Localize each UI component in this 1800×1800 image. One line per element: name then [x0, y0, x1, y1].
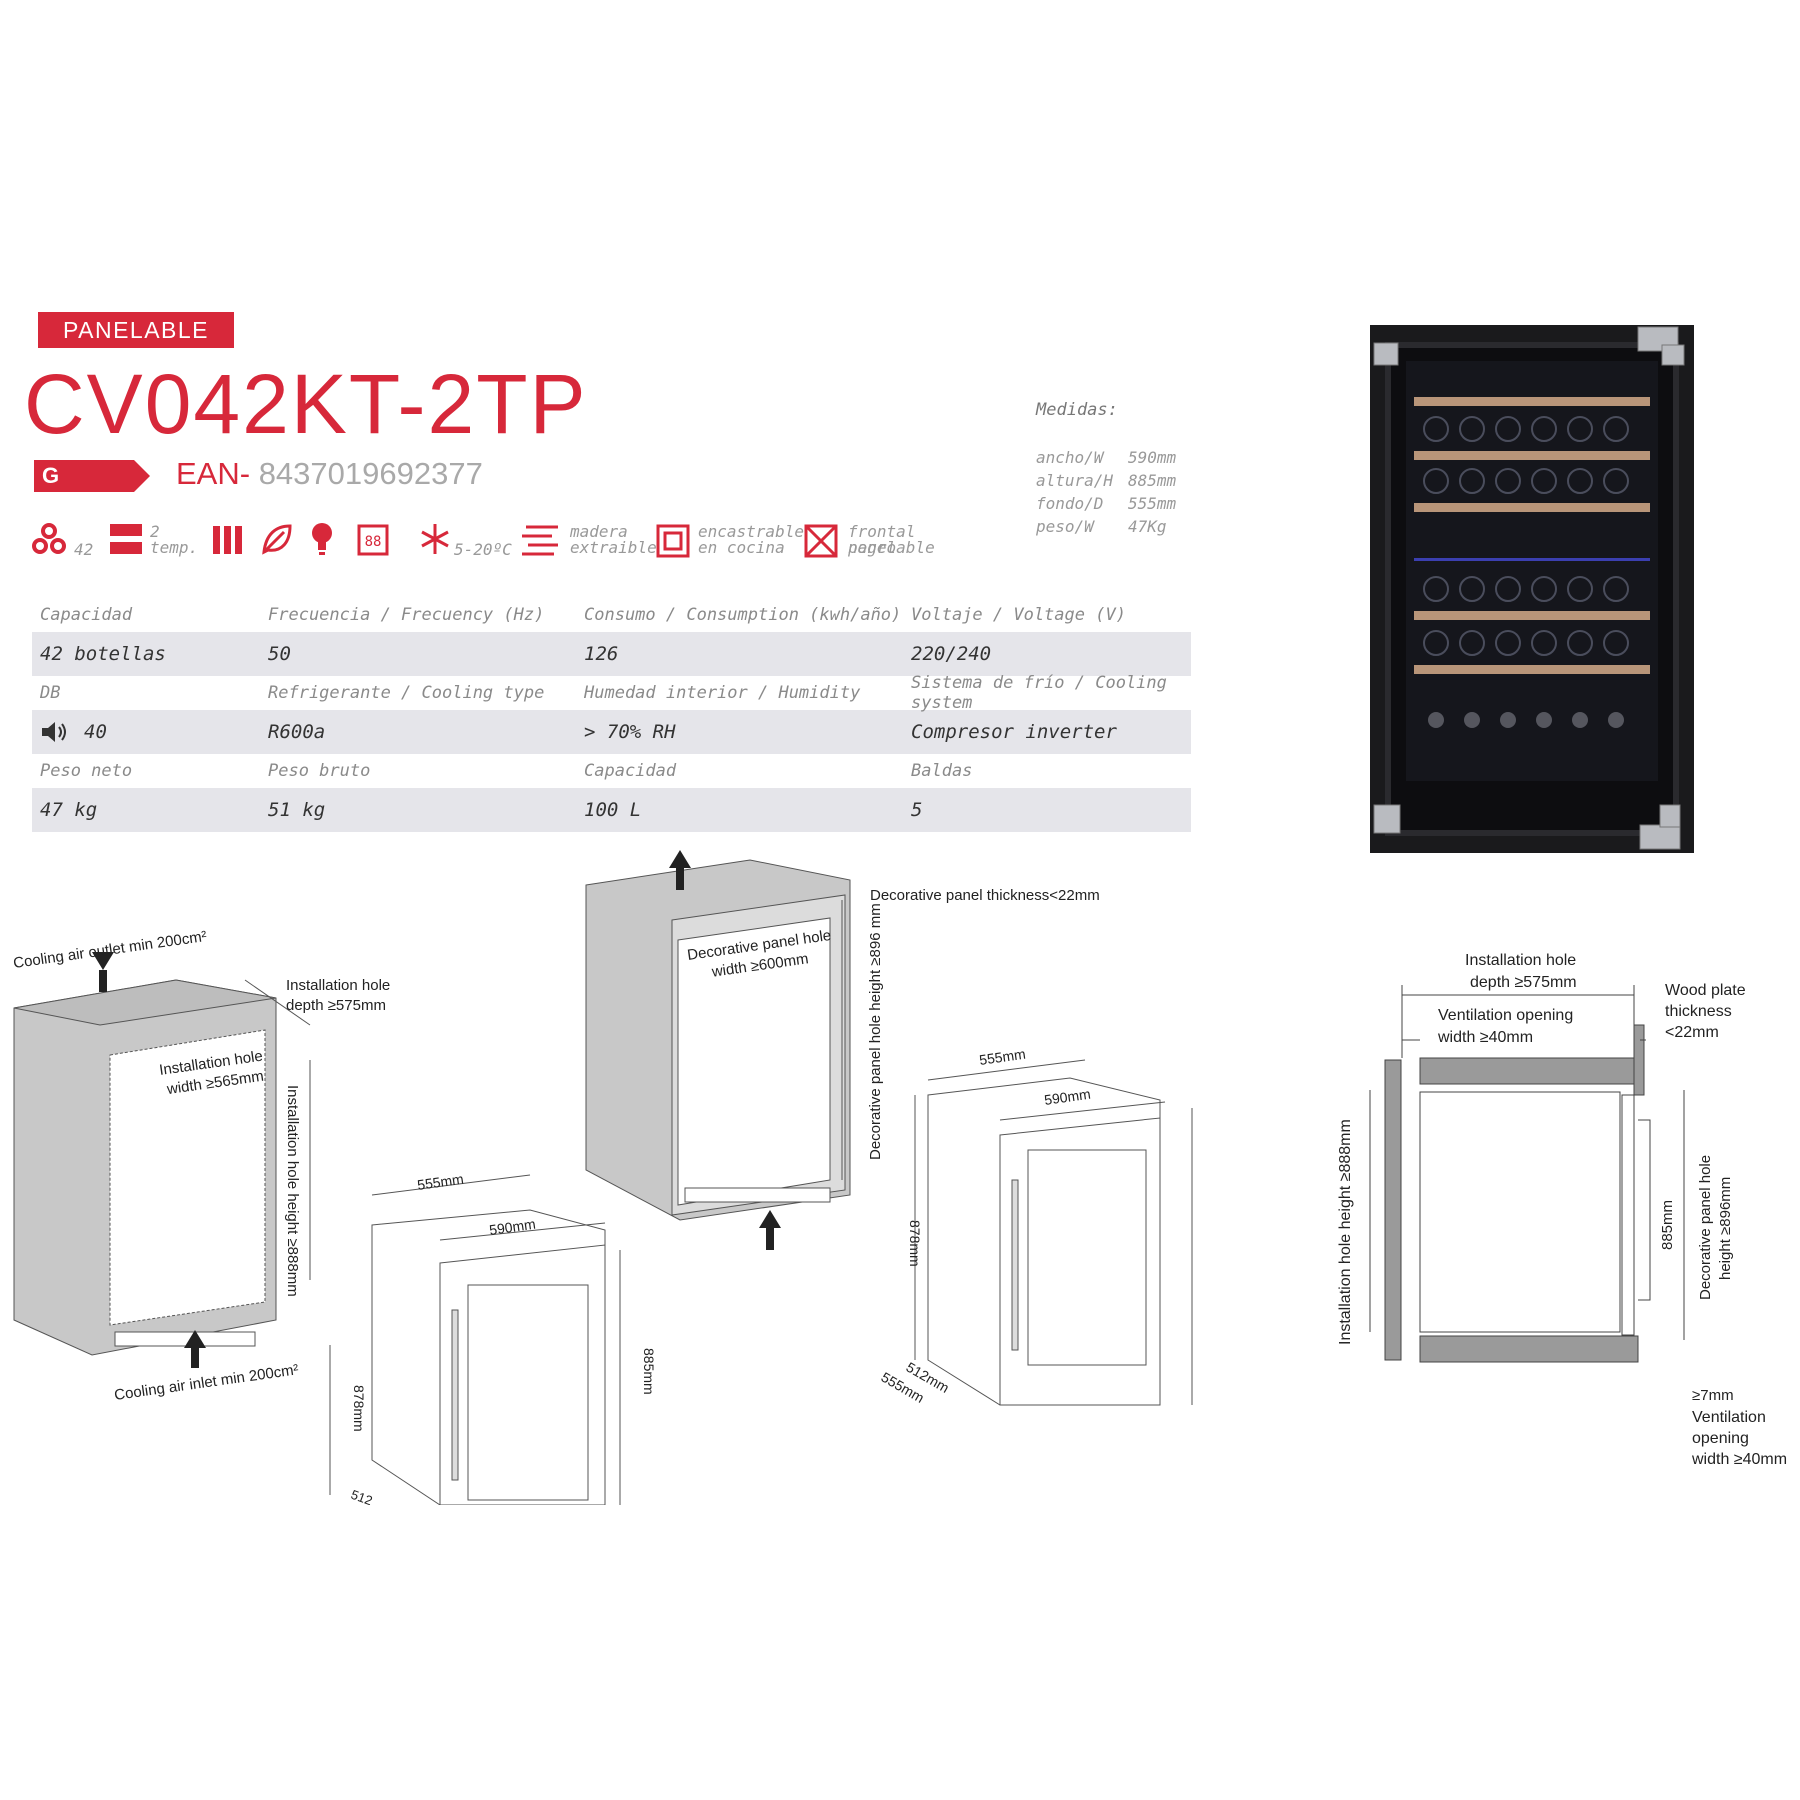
dim-885: 885mm — [641, 1348, 657, 1395]
shelves-icon — [213, 526, 242, 554]
eco-leaf-icon — [262, 524, 292, 555]
dim-885: 885mm — [1659, 1200, 1676, 1250]
feature-wood-line2: extraible — [570, 538, 657, 557]
panel-thickness-label: Decorative panel thickness<22mm — [870, 887, 1100, 904]
dim-512: 512 — [349, 1487, 375, 1505]
dual-zone-icon — [110, 524, 142, 554]
cabinet-walls — [1384, 1024, 1645, 1363]
digital-display-icon: 88 — [357, 524, 389, 556]
wine-cooler-photo — [1370, 325, 1694, 853]
model-title: CV042KT-2TP — [24, 357, 588, 451]
wood-shelves-icon — [522, 525, 558, 556]
dim-555: 555mm — [978, 1046, 1026, 1068]
feature-temp-line1: 2 — [150, 522, 160, 541]
air-arrows — [92, 952, 206, 1368]
spec-header-row: Capacidad Frecuencia / Frecuency (Hz) Co… — [40, 605, 1126, 625]
cooling-outlet-label: Cooling air outlet min 200cm² — [12, 928, 208, 972]
dimension-lines — [1369, 985, 1685, 1340]
panel-front-icon — [804, 524, 838, 558]
cooling-inlet-label: Cooling air inlet min 200cm² — [113, 1361, 299, 1404]
feature-icons-row: 42 2 temp. 88 5-20ºC madera extraible en… — [30, 520, 970, 566]
dimension-lines — [841, 900, 1193, 1405]
ean-code: EAN- 8437019692377 — [176, 456, 483, 492]
svg-text:88: 88 — [365, 534, 382, 550]
panel-cabinet — [585, 859, 851, 1221]
spec-value-row: 47 kg 51 kg 100 L 5 — [32, 788, 1191, 832]
dim-885: 885mm — [1197, 1240, 1200, 1287]
dim-590: 590mm — [488, 1216, 536, 1238]
installation-diagram-middle: Decorative panel thickness<22mm Decorati… — [585, 850, 1200, 1406]
niche-cabinet — [13, 979, 277, 1356]
spec-value-row: 40 R600a > 70% RH Compresor inverter — [32, 710, 1191, 754]
gap-label: ≥7mm — [1692, 1387, 1734, 1404]
energy-class-label: G — [42, 463, 60, 488]
ean-prefix: EAN- — [176, 456, 251, 491]
energy-class-arrow — [34, 460, 150, 492]
dim-878: 878mm — [351, 1385, 367, 1432]
spec-table: Capacidad Frecuencia / Frecuency (Hz) Co… — [32, 598, 1191, 832]
feature-temp-range: 5-20ºC — [454, 540, 512, 559]
feature-bottles-label: 42 — [74, 540, 94, 559]
feature-wood-line1: madera — [570, 522, 628, 541]
installation-diagram-left: Cooling air outlet min 200cm² Installati… — [12, 928, 657, 1505]
panel-hole-height-label: Decorative panel hole height ≥896 mm — [867, 903, 884, 1160]
measurements-title: Medidas: — [1036, 400, 1118, 420]
feature-temp-line2: temp. — [150, 538, 199, 557]
snowflake-icon — [421, 524, 449, 554]
feature-panel-line2: panelable — [848, 538, 935, 557]
height-label: Installation hole height ≥888mm — [284, 1085, 301, 1297]
feature-builtin-line1: encastrable — [698, 522, 804, 541]
spec-header-row: Peso neto Peso bruto Capacidad Baldas — [40, 761, 973, 781]
dim-878: 878mm — [907, 1220, 923, 1267]
db-value: 40 — [84, 721, 107, 743]
panelable-badge: PANELABLE — [38, 312, 234, 348]
bottles-icon — [32, 523, 66, 554]
light-bulb-icon — [312, 523, 332, 555]
appliance-box — [927, 1077, 1161, 1406]
appliance-top-view — [1419, 1091, 1651, 1336]
feature-builtin-line2: en cocina — [698, 538, 785, 557]
air-arrows — [669, 850, 781, 1250]
built-in-icon — [656, 524, 690, 558]
feature-panel-line1: frontal negro — [848, 522, 916, 557]
speaker-icon — [42, 722, 66, 742]
appliance-box — [371, 1209, 606, 1505]
ean-number: 8437019692377 — [250, 456, 483, 491]
dim-590: 590mm — [1043, 1086, 1091, 1108]
dim-555: 555mm — [416, 1171, 464, 1193]
spec-value-row: 42 botellas 50 126 220/240 — [32, 632, 1191, 676]
dimension-lines — [244, 979, 621, 1505]
hole-height-label: Installation hole height ≥888mm — [1337, 1119, 1354, 1345]
spec-header-row: DB Refrigerante / Cooling type Humedad i… — [40, 673, 1167, 713]
